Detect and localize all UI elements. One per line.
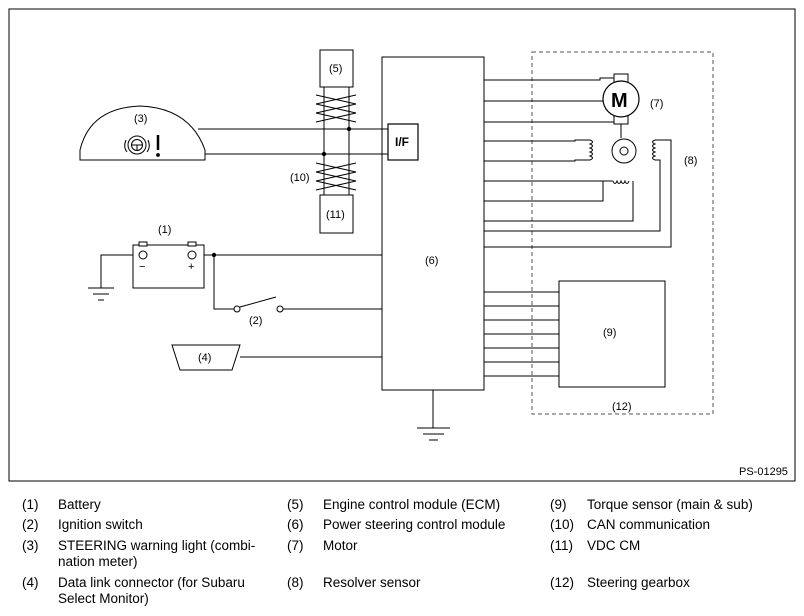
- legend-item: (8) Resolver sensor: [287, 575, 537, 609]
- interface-box: [387, 123, 419, 161]
- battery-minus-sign: −: [139, 261, 145, 273]
- label-9: (9): [603, 327, 616, 339]
- legend-text: Motor: [323, 538, 358, 553]
- battery-wiring: [88, 254, 382, 310]
- torque-sensor-wires: [484, 291, 559, 377]
- combination-meter: [79, 105, 206, 161]
- steering-gearbox-box: [531, 51, 714, 415]
- legend-number: (2): [22, 517, 39, 532]
- legend-number: (11): [550, 538, 574, 553]
- legend-text: VDC CM: [587, 538, 641, 553]
- legend-item: (2) Ignition switch: [22, 517, 272, 551]
- ignition-switch-contact: [233, 305, 241, 313]
- resolver-wires: [484, 139, 672, 248]
- svg-text:M: M: [611, 90, 628, 112]
- legend-text: Ignition switch: [58, 517, 143, 532]
- steering-warning-icon: [124, 135, 160, 157]
- label-4: (4): [198, 352, 211, 364]
- power-steering-control-module: [381, 56, 485, 391]
- battery-plus-terminal: [187, 241, 197, 247]
- legend-text: Battery: [58, 497, 101, 512]
- label-2: (2): [249, 315, 262, 327]
- label-10: (10): [290, 172, 310, 184]
- legend-number: (6): [287, 517, 304, 532]
- legend-number: (1): [22, 497, 39, 512]
- legend-text: Power steering control module: [323, 517, 506, 532]
- legend-item: (9) Torque sensor (main & sub): [550, 497, 800, 531]
- label-7: (7): [650, 98, 663, 110]
- legend-item: (1) Battery: [22, 497, 272, 531]
- legend-number: (12): [550, 575, 575, 590]
- legend-number: (5): [287, 497, 304, 512]
- legend-item: (3) STEERING warning light (combi- nation…: [22, 538, 272, 572]
- interface-label: I/F: [395, 135, 409, 149]
- junction-dot: [321, 151, 327, 157]
- torque-sensor: [558, 280, 666, 388]
- junction-dot: [211, 252, 217, 258]
- legend-item: (12) Steering gearbox: [550, 575, 800, 609]
- motor-wires: [484, 77, 622, 138]
- meter-signal-wires: [198, 128, 388, 155]
- label-3: (3): [134, 113, 147, 125]
- module-ground: [417, 390, 450, 441]
- legend-item: (4) Data link connector (for Subaru Selec…: [22, 575, 272, 609]
- legend-text: Engine control module (ECM): [323, 497, 501, 512]
- label-5: (5): [329, 63, 342, 75]
- legend-number: (3): [22, 538, 39, 553]
- diagram-frame: [8, 8, 796, 482]
- label-8: (8): [684, 155, 697, 167]
- legend-item: (7) Motor: [287, 538, 537, 572]
- legend-text: Data link connector (for Subaru Select M…: [58, 575, 245, 606]
- label-11: (11): [326, 209, 345, 221]
- vdc-cm-box: [319, 194, 354, 234]
- legend-text: STEERING warning light (combi- nation me…: [58, 538, 256, 569]
- label-12: (12): [612, 401, 632, 413]
- legend-number: (4): [22, 575, 39, 590]
- data-link-connector: [171, 344, 241, 371]
- legend-text: Resolver sensor: [323, 575, 421, 590]
- wiring-diagram: (12) (6) I/F (5) (11) (10) (3): [8, 8, 796, 482]
- drawing-code: PS-01295: [739, 466, 788, 478]
- legend-number: (8): [287, 575, 304, 590]
- label-6: (6): [425, 255, 438, 267]
- legend-item: (5) Engine control module (ECM): [287, 497, 537, 531]
- legend-item: (11) VDC CM: [550, 538, 800, 572]
- battery-plus-sign: +: [188, 261, 194, 273]
- legend-number: (9): [550, 497, 567, 512]
- can-bus-wires: [315, 87, 357, 195]
- battery-minus-terminal: [138, 241, 148, 247]
- legend-item: (10) CAN communication: [550, 517, 800, 551]
- battery-plus-post: [187, 250, 197, 260]
- legend-text: CAN communication: [587, 517, 711, 532]
- legend-number: (7): [287, 538, 304, 553]
- ignition-switch-contact: [276, 305, 284, 313]
- junction-dot: [346, 126, 352, 132]
- ecm-box: [319, 49, 354, 88]
- legend-text: Steering gearbox: [587, 575, 690, 590]
- resolver-sensor: [588, 138, 657, 184]
- legend: (1) Battery (2) Ignition switch (3) STEERING …: [0, 490, 804, 616]
- legend-item: (6) Power steering control module: [287, 517, 537, 551]
- label-1: (1): [158, 224, 171, 236]
- legend-number: (10): [550, 517, 575, 532]
- legend-text: Torque sensor (main & sub): [587, 497, 753, 512]
- motor: M: [602, 73, 640, 125]
- battery-minus-post: [138, 250, 148, 260]
